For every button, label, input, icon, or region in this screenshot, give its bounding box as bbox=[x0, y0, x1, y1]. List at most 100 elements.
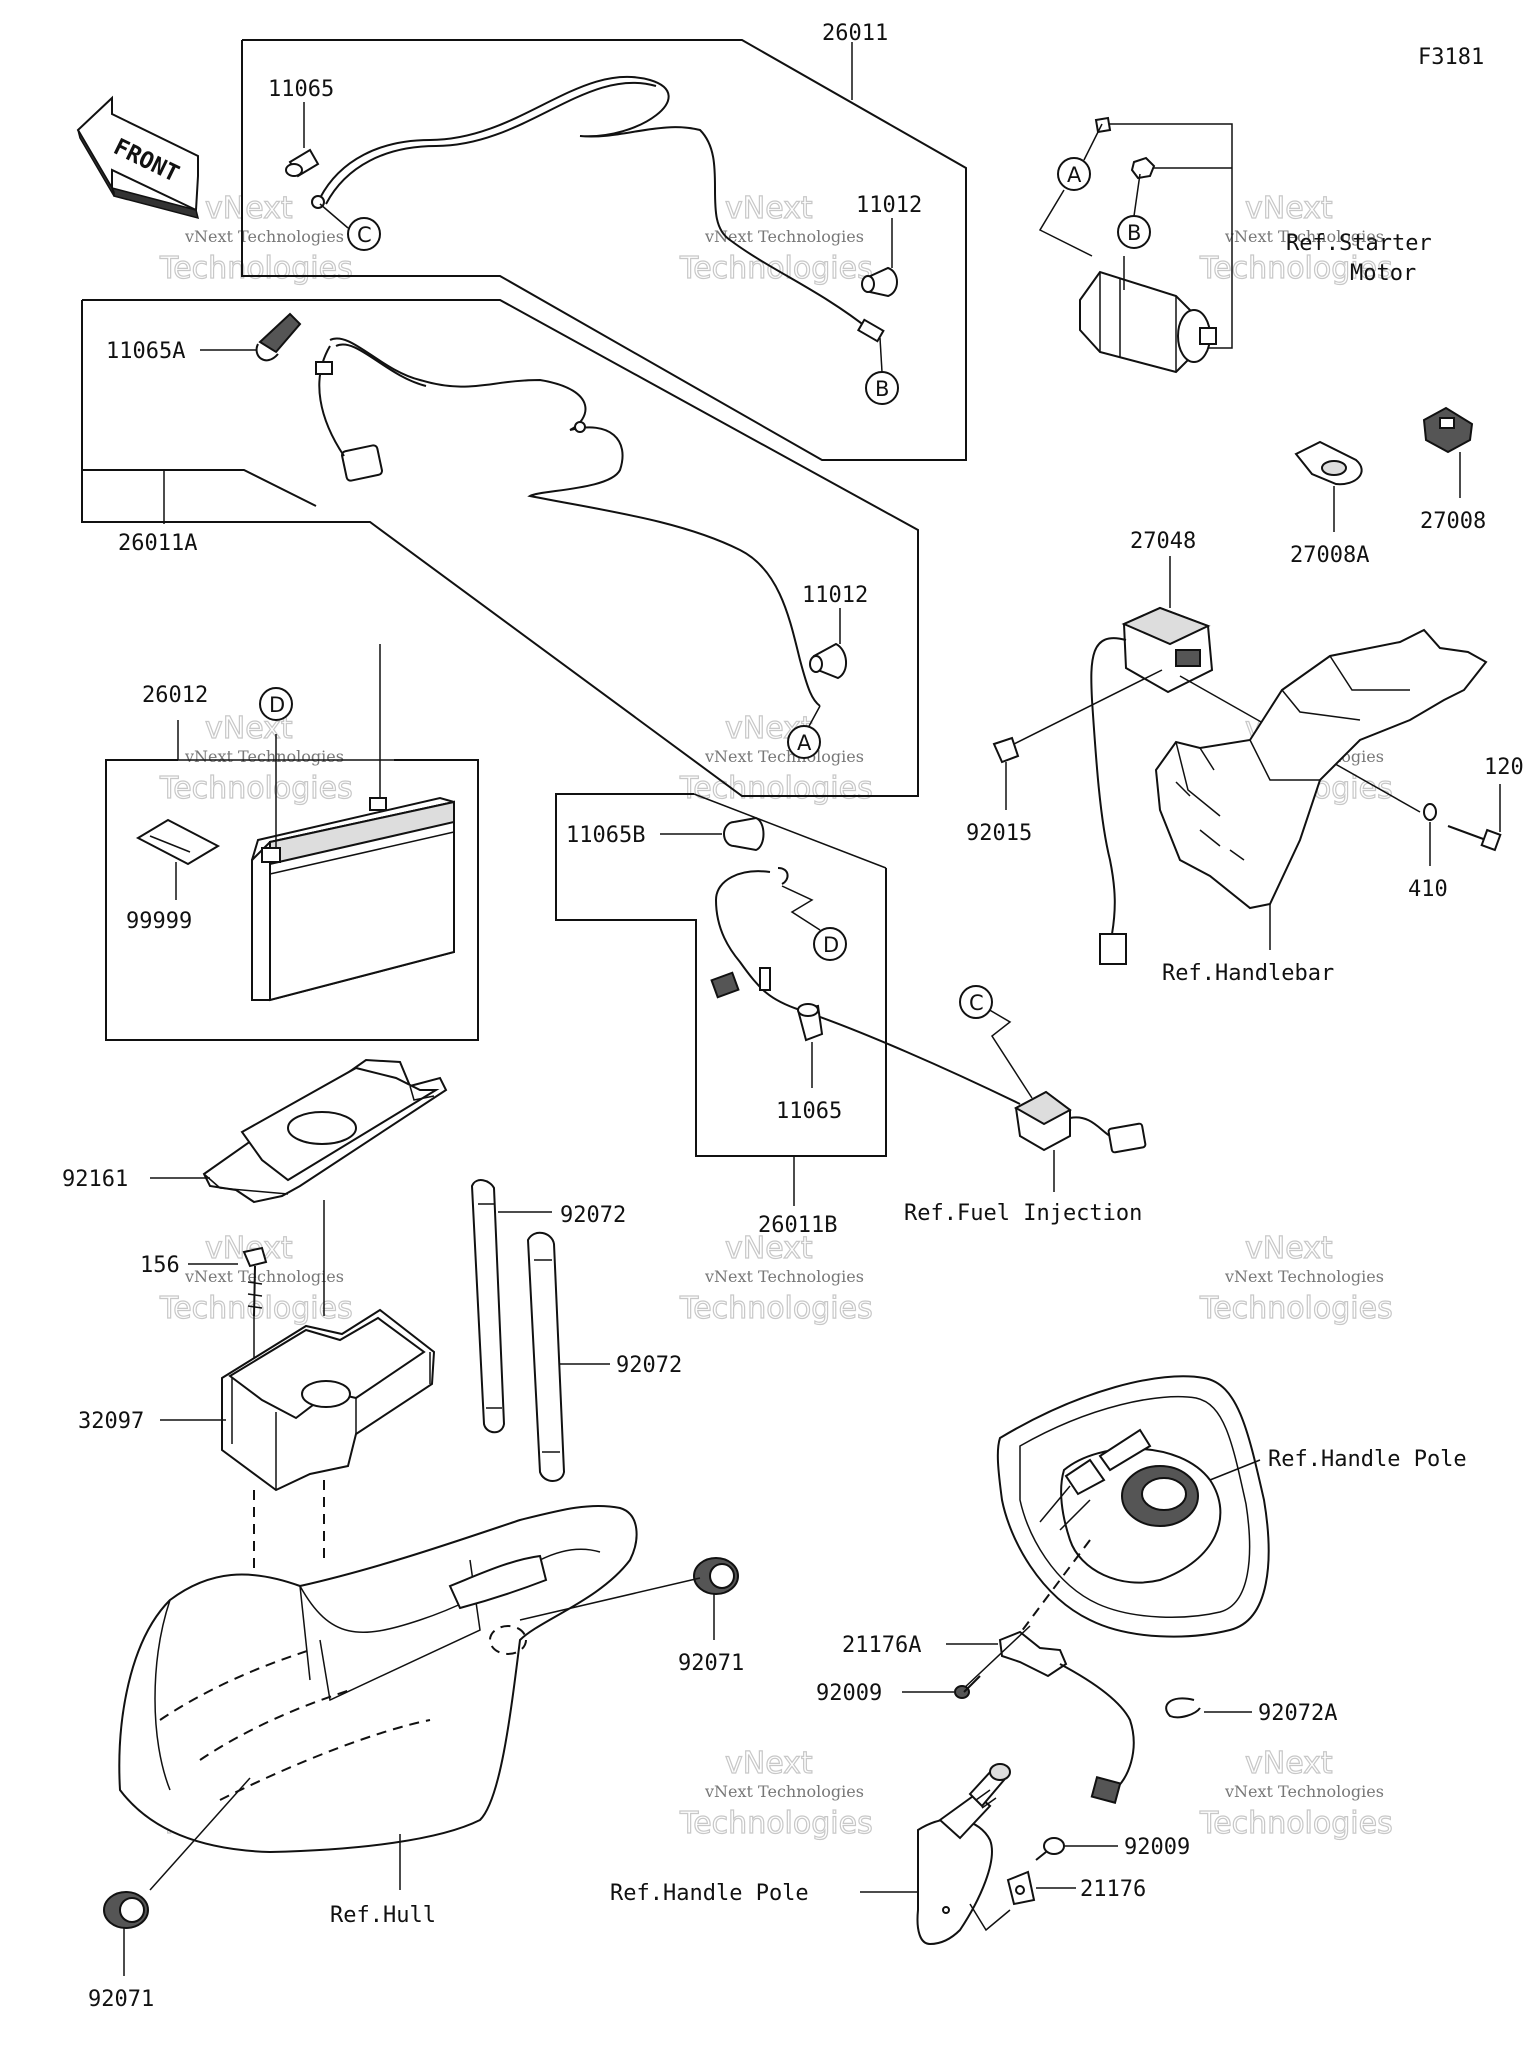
label-27048: 27048 bbox=[1130, 529, 1196, 554]
label-26011A: 26011A bbox=[118, 531, 197, 556]
grommet-92071-a bbox=[693, 1557, 739, 1595]
svg-text:Technologies: Technologies bbox=[679, 1291, 873, 1326]
bolt-icon bbox=[1094, 116, 1112, 134]
ref-handlebar: Ref.Handlebar bbox=[1162, 961, 1334, 986]
svg-text:Technologies: Technologies bbox=[679, 771, 873, 806]
bracket-21176A bbox=[998, 1630, 1135, 1804]
svg-text:vNext Technologies: vNext Technologies bbox=[184, 227, 344, 246]
sub-harness-26011B bbox=[714, 870, 1021, 1105]
watermark: vNext vNext Technologies Technologies bbox=[1198, 190, 1393, 286]
label-156: 156 bbox=[140, 1253, 180, 1278]
label-11012-top: 11012 bbox=[856, 193, 922, 218]
svg-text:vNext: vNext bbox=[1245, 1231, 1333, 1266]
label-26011B: 26011B bbox=[758, 1213, 837, 1238]
svg-text:Technologies: Technologies bbox=[159, 1291, 353, 1326]
label-27008: 27008 bbox=[1420, 509, 1486, 534]
svg-text:vNext: vNext bbox=[1245, 1746, 1333, 1781]
switch-27048 bbox=[1121, 606, 1214, 694]
svg-text:vNext: vNext bbox=[725, 1231, 813, 1266]
label-21176A: 21176A bbox=[842, 1633, 921, 1658]
washer-410 bbox=[1423, 803, 1437, 821]
group-frame-26011B bbox=[555, 793, 887, 1157]
label-410: 410 bbox=[1408, 877, 1448, 902]
svg-text:Technologies: Technologies bbox=[1199, 1806, 1393, 1841]
terminal-boot-11065B bbox=[723, 816, 765, 852]
label-92009-a: 92009 bbox=[816, 1681, 882, 1706]
svg-text:Technologies: Technologies bbox=[1199, 251, 1393, 286]
label-26011: 26011 bbox=[822, 21, 888, 46]
handlebar-housing-ref bbox=[1154, 628, 1488, 910]
callout-c2 bbox=[959, 985, 993, 1019]
terminal-boot-11065A bbox=[255, 312, 302, 362]
label-26012: 26012 bbox=[142, 683, 208, 708]
watermark: vNext vNext Technologies Technologies bbox=[158, 1230, 353, 1326]
clamp-92072A bbox=[1165, 1697, 1201, 1719]
key-27008A bbox=[1294, 440, 1363, 486]
harness-26011B-group: 26011B 11065B 11065 D bbox=[555, 793, 1021, 1238]
callout-d2 bbox=[813, 927, 847, 961]
svg-text:vNext: vNext bbox=[1245, 191, 1333, 226]
svg-text:vNext: vNext bbox=[725, 191, 813, 226]
bracket-21176 bbox=[1006, 1870, 1036, 1906]
label-bag-99999 bbox=[135, 818, 221, 866]
hull-ref bbox=[118, 1504, 638, 1890]
bolt-120 bbox=[1447, 825, 1502, 852]
svg-text:vNext Technologies: vNext Technologies bbox=[704, 747, 864, 766]
svg-text:vNext Technologies: vNext Technologies bbox=[704, 227, 864, 246]
svg-text:B: B bbox=[1127, 221, 1141, 245]
watermark: vNext vNext Technologies Technologies bbox=[158, 190, 353, 286]
svg-text:C: C bbox=[357, 223, 372, 247]
terminal-lug bbox=[315, 361, 333, 375]
svg-text:Technologies: Technologies bbox=[159, 251, 353, 286]
svg-text:vNext: vNext bbox=[725, 1746, 813, 1781]
callout-b bbox=[865, 371, 899, 405]
label-32097: 32097 bbox=[78, 1409, 144, 1434]
terminal-lug bbox=[856, 318, 885, 343]
bolt-156 bbox=[242, 1246, 268, 1317]
front-arrow-icon: FRONT bbox=[76, 95, 200, 220]
label-120: 120 bbox=[1484, 755, 1524, 780]
label-11012-mid: 11012 bbox=[802, 583, 868, 608]
svg-text:B: B bbox=[875, 377, 889, 401]
group-frame-26011A bbox=[81, 299, 919, 797]
label-99999: 99999 bbox=[126, 909, 192, 934]
screw-92009-b bbox=[1035, 1837, 1065, 1861]
watermark: vNext vNext Technologies Technologies bbox=[678, 710, 873, 806]
label-92161: 92161 bbox=[62, 1167, 128, 1192]
ref-starter-line1: Ref.Starter bbox=[1286, 231, 1432, 256]
terminal-cap-11065 bbox=[285, 148, 320, 178]
battery-26012-group: 26012 D 99999 bbox=[105, 644, 479, 1041]
harness-26011A-group: 26011A 11065A 11012 A bbox=[81, 299, 919, 797]
harness-26011-group: 26011 11065 11012 C B bbox=[241, 21, 967, 461]
switch-wire bbox=[1090, 637, 1127, 935]
ref-handle-pole-lower: Ref.Handle Pole bbox=[610, 1881, 809, 1906]
group-frame-26011 bbox=[241, 39, 967, 461]
watermark: vNext vNext Technologies Technologies bbox=[678, 190, 873, 286]
svg-text:vNext Technologies: vNext Technologies bbox=[184, 747, 344, 766]
battery-26012 bbox=[251, 796, 455, 1002]
label-11065-top: 11065 bbox=[268, 77, 334, 102]
svg-text:A: A bbox=[797, 731, 812, 755]
label-92015: 92015 bbox=[966, 821, 1032, 846]
svg-text:vNext Technologies: vNext Technologies bbox=[704, 1267, 864, 1286]
harness-connector bbox=[341, 444, 383, 482]
terminal-cap-11012 bbox=[861, 266, 898, 298]
svg-text:Technologies: Technologies bbox=[159, 771, 353, 806]
screw-92009-a bbox=[954, 1675, 981, 1699]
callout-a bbox=[787, 725, 821, 759]
callout-d bbox=[259, 687, 293, 721]
svg-text:vNext Technologies: vNext Technologies bbox=[184, 1267, 344, 1286]
key-27008 bbox=[1422, 406, 1474, 454]
terminal-cap-11012-mid bbox=[809, 642, 847, 680]
handle-pole-upper-ref bbox=[996, 1375, 1270, 1661]
svg-text:C: C bbox=[969, 991, 984, 1015]
label-27008A: 27008A bbox=[1290, 543, 1369, 568]
group-frame-26012 bbox=[105, 759, 479, 1041]
label-21176: 21176 bbox=[1080, 1877, 1146, 1902]
svg-text:D: D bbox=[269, 693, 285, 717]
svg-text:Technologies: Technologies bbox=[1199, 1291, 1393, 1326]
strap-92072-b bbox=[526, 1231, 566, 1482]
starter-motor-ref: A B Ref.Starter Motor bbox=[1038, 116, 1432, 374]
watermark: vNext vNext Technologies Technologies bbox=[678, 1745, 873, 1841]
grommet-92071-b bbox=[103, 1891, 149, 1929]
